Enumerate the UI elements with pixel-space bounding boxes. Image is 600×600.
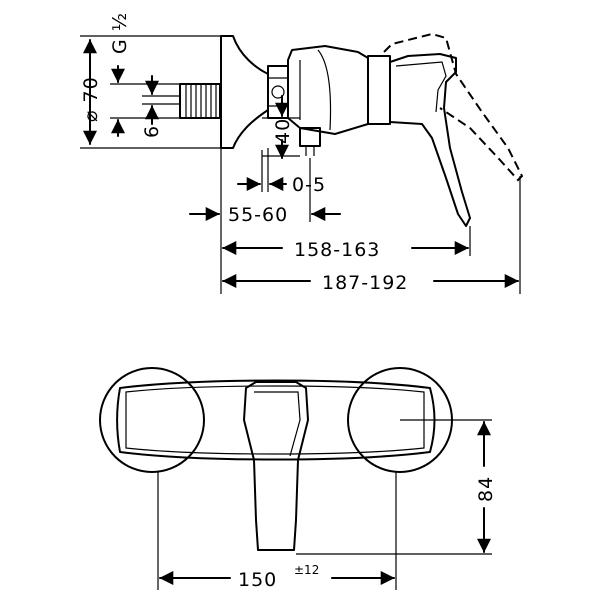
front-view [99,367,453,551]
dimension-158-163: 158-163 [294,239,380,261]
dimension-0-5: 0-5 [292,174,326,196]
hex-nut [267,65,289,119]
dimension-6: 6 [141,125,163,138]
dimension-tolerance-12: ±12 [294,563,319,577]
dimension-187-192: 187-192 [322,272,408,294]
lever-handle-front [243,381,309,551]
threaded-connector [179,83,221,119]
left-rosette [99,367,205,473]
dimension-55-60: 55-60 [228,204,288,226]
lever-handle-raised-outline [383,32,524,182]
dimension-150: 150 [238,569,277,591]
side-view [179,32,524,227]
outlet-spout [299,127,321,147]
dimension-thread-g-half: G ½ [109,12,131,54]
cartridge-cap [367,55,391,125]
dimension-40: 40 [272,118,294,144]
wall-flange [220,35,269,149]
dimension-diameter-70: ⌀ 70 [80,76,102,122]
dimension-84: 84 [475,476,497,502]
lever-handle [389,53,471,227]
front-view-dimensions: 84 150 ±12 [157,419,497,591]
mixer-body-front [116,379,436,461]
side-view-dimensions: ⌀ 70 G ½ 6 40 0-5 55-60 [80,12,521,294]
